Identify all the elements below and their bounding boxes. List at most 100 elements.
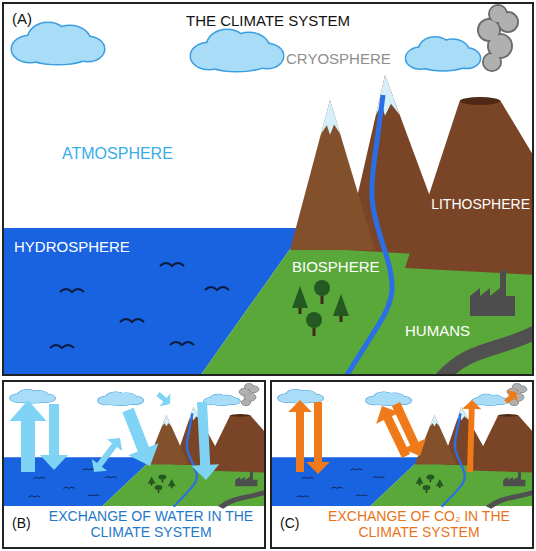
wave bbox=[170, 342, 194, 345]
panel-b: (B) EXCHANGE OF WATER IN THE CLIMATE SYST… bbox=[2, 380, 266, 549]
panel-caption: EXCHANGE OF WATER IN THE CLIMATE SYSTEM bbox=[40, 508, 262, 540]
smoke bbox=[240, 389, 250, 396]
co2-arrow bbox=[306, 402, 330, 474]
panel-a: (A) THE CLIMATE SYSTEM bbox=[2, 2, 534, 376]
water-arrow bbox=[122, 408, 158, 466]
sphere-label: HYDROSPHERE bbox=[14, 238, 130, 255]
wave bbox=[297, 495, 309, 497]
smoke bbox=[513, 384, 521, 389]
road bbox=[488, 491, 532, 508]
tree bbox=[148, 476, 156, 483]
tree-trunk bbox=[162, 480, 163, 483]
smoke bbox=[479, 20, 499, 40]
tree bbox=[416, 476, 424, 483]
tree bbox=[306, 312, 322, 328]
cloud bbox=[10, 390, 55, 404]
panel-caption: EXCHANGE OF CO₂ IN THE CLIMATE SYSTEM bbox=[308, 508, 530, 540]
cloud bbox=[366, 392, 411, 406]
sky bbox=[4, 4, 532, 374]
co2-arrow bbox=[376, 406, 410, 458]
water-arrow bbox=[92, 438, 122, 472]
wave bbox=[88, 494, 100, 496]
panel-c: (C) EXCHANGE OF CO₂ IN THE CLIMATE SYSTEM bbox=[270, 380, 534, 549]
tree bbox=[168, 479, 176, 486]
tree bbox=[426, 474, 434, 479]
panel-letter: (B) bbox=[12, 515, 31, 531]
factory bbox=[503, 471, 525, 486]
cloud-outline bbox=[416, 53, 470, 71]
wave bbox=[205, 287, 229, 290]
smoke bbox=[490, 6, 506, 22]
wave bbox=[34, 477, 46, 479]
sphere-label: LITHOSPHERE bbox=[431, 196, 530, 212]
mountain bbox=[415, 415, 457, 465]
wave bbox=[50, 345, 74, 348]
tree-trunk bbox=[313, 328, 316, 336]
wave bbox=[29, 495, 41, 497]
sphere-label: BIOSPHERE bbox=[292, 258, 380, 275]
wave bbox=[331, 487, 343, 489]
wave bbox=[120, 319, 144, 322]
cloud bbox=[406, 37, 480, 70]
cloud-outline bbox=[203, 49, 271, 71]
cloud-fill bbox=[24, 42, 92, 64]
crater bbox=[460, 97, 500, 105]
title: THE CLIMATE SYSTEM bbox=[186, 12, 350, 29]
water-arrow bbox=[40, 404, 68, 470]
tree bbox=[333, 294, 349, 316]
tree-trunk bbox=[158, 490, 159, 493]
cloud-fill bbox=[203, 49, 271, 71]
crater bbox=[498, 414, 518, 417]
cloud-outline bbox=[16, 396, 49, 403]
tree bbox=[436, 479, 444, 486]
snow-cap bbox=[430, 415, 439, 426]
factory bbox=[470, 270, 515, 316]
cloud bbox=[204, 394, 240, 405]
cloud-outline bbox=[209, 399, 236, 405]
tree-trunk bbox=[426, 490, 427, 493]
water-arrow bbox=[10, 400, 47, 472]
wave bbox=[105, 476, 117, 478]
cloud-outline bbox=[24, 42, 92, 64]
factory bbox=[235, 471, 257, 486]
tree-trunk bbox=[321, 296, 324, 304]
crater bbox=[230, 414, 250, 417]
sky bbox=[272, 382, 532, 507]
cloud-outline bbox=[477, 399, 504, 405]
smoke bbox=[245, 384, 253, 389]
tree bbox=[158, 474, 166, 479]
tree bbox=[314, 280, 330, 296]
wave bbox=[356, 494, 368, 496]
water-arrow bbox=[191, 402, 219, 480]
cloud-fill bbox=[416, 53, 470, 71]
cloud bbox=[191, 30, 283, 71]
wave bbox=[83, 468, 95, 470]
river bbox=[345, 95, 392, 374]
wave bbox=[302, 477, 314, 479]
water-arrow bbox=[156, 392, 170, 406]
scene-mini bbox=[4, 382, 264, 507]
road bbox=[440, 330, 532, 374]
river bbox=[174, 413, 197, 506]
road bbox=[220, 491, 264, 508]
sphere-label: ATMOSPHERE bbox=[62, 145, 173, 163]
river bbox=[442, 413, 465, 506]
cloud bbox=[98, 392, 143, 406]
panel-letter: (A) bbox=[12, 10, 32, 27]
wave bbox=[373, 476, 385, 478]
panel-letter: (C) bbox=[280, 515, 299, 531]
scene bbox=[4, 4, 532, 374]
tree bbox=[292, 286, 308, 308]
cloud-fill bbox=[209, 399, 236, 405]
cloud bbox=[472, 394, 508, 405]
cloud-fill bbox=[104, 398, 137, 405]
cloud-outline bbox=[104, 398, 137, 405]
co2-arrow bbox=[288, 400, 312, 472]
wave bbox=[60, 289, 84, 292]
sphere-label: CRYOSPHERE bbox=[286, 50, 391, 67]
snow-cap bbox=[162, 415, 171, 426]
tree bbox=[155, 485, 163, 490]
